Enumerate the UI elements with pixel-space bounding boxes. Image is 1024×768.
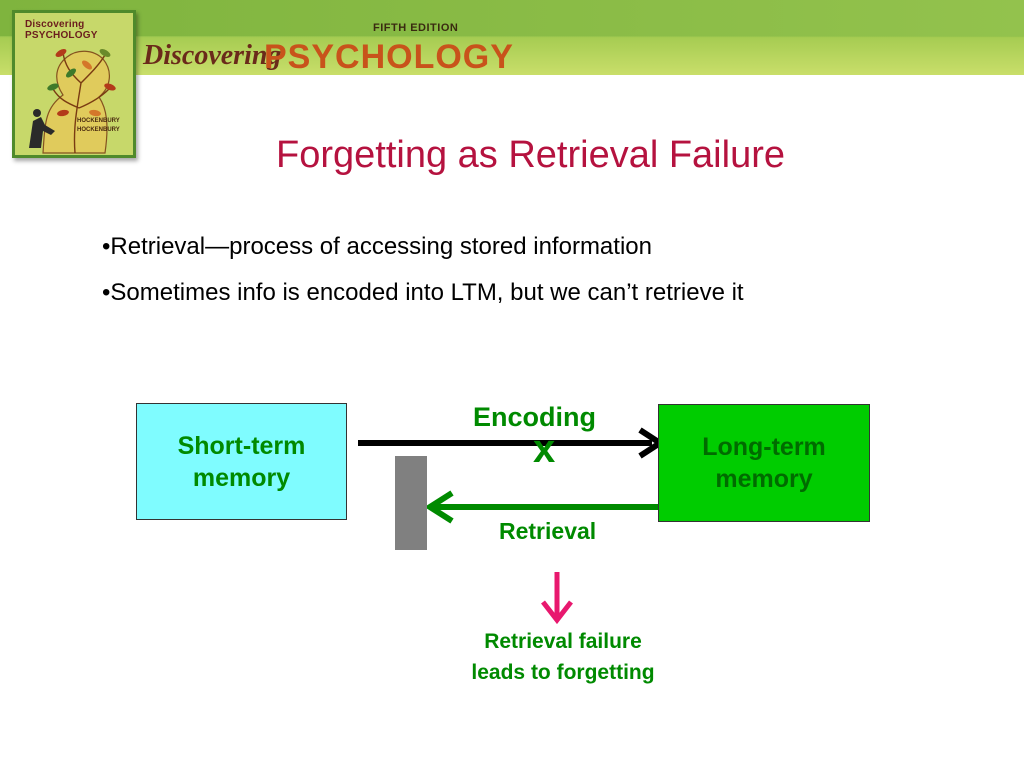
bullet-retrieval-failure: •Sometimes info is encoded into LTM, but… <box>102 279 744 306</box>
retrieval-label: Retrieval <box>499 518 597 544</box>
blocked-mark: x <box>533 427 556 471</box>
long-term-memory-box: Long-term memory <box>658 404 870 522</box>
edition-label: FIFTH EDITION <box>373 22 459 34</box>
header-band <box>0 0 1024 36</box>
short-term-memory-box: Short-term memory <box>136 403 347 520</box>
cover-title: Discovering PSYCHOLOGY <box>25 19 98 41</box>
failure-arrowhead <box>541 600 573 625</box>
brand-psychology: PSYCHOLOGY <box>264 38 514 76</box>
bullet-retrieval-definition: •Retrieval—process of accessing stored i… <box>102 233 652 260</box>
slide-title: Forgetting as Retrieval Failure <box>276 134 785 176</box>
cover-illustration <box>29 49 116 154</box>
book-cover-image: Discovering PSYCHOLOGY HOCKENBURY HOCKEN… <box>12 10 136 158</box>
header-banner <box>0 0 1024 75</box>
retrieval-barrier <box>395 456 427 550</box>
cover-author-1: HOCKENBURY <box>77 118 120 124</box>
failure-line-2: leads to forgetting <box>471 661 655 684</box>
failure-line-1: Retrieval failure <box>484 630 642 653</box>
encoding-label: Encoding <box>473 402 596 432</box>
brand-discovering: Discovering <box>143 40 282 71</box>
retrieval-failure-note: Retrieval failure leads to forgetting <box>438 626 688 688</box>
cover-author-2: HOCKENBURY <box>77 127 120 133</box>
cover-authors: HOCKENBURY HOCKENBURY <box>77 117 131 135</box>
retrieval-arrowhead <box>424 490 454 524</box>
